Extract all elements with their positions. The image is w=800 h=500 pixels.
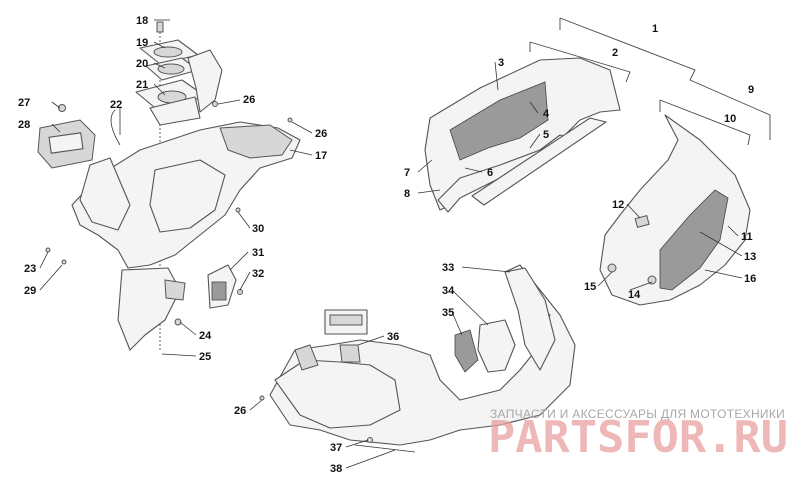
callout-4: 4 [543,108,550,120]
callout-5: 5 [543,129,549,141]
callout-18: 18 [136,15,148,27]
callout-22: 22 [110,99,122,111]
watermark-logo: PARTSFOR.RU [488,412,788,463]
front-panel-part [599,114,751,306]
callout-20: 20 [136,58,148,70]
callout-36: 36 [387,331,399,343]
callout-33: 33 [442,262,454,274]
callout-11: 11 [741,231,753,243]
front-panel-assembly [599,79,771,306]
callout-31: 31 [252,247,264,259]
callout-14: 14 [628,289,641,301]
callout-1: 1 [652,23,658,35]
callout-25: 25 [199,351,211,363]
console-body-part [71,121,301,351]
callout-13: 13 [744,251,756,263]
callout-38: 38 [330,463,342,475]
callout-27: 27 [18,97,30,109]
callout-8: 8 [404,188,410,200]
callout-10: 10 [724,113,736,125]
module-28-part [37,119,96,169]
callout-labels: 18 19 20 21 22 26 27 28 26 17 30 23 29 3… [18,15,756,475]
callout-7: 7 [404,167,410,179]
callout-23: 23 [24,263,36,275]
callout-26-upper: 26 [243,94,255,106]
callout-17: 17 [315,150,327,162]
side-panel-assembly [424,17,696,213]
callout-37: 37 [330,442,342,454]
leader-lines [39,19,743,469]
callout-9: 9 [748,84,754,96]
callout-15: 15 [584,281,596,293]
nose-pan-assembly [259,264,576,453]
watermark-tagline: ЗАПЧАСТИ И АКСЕССУАРЫ ДЛЯ МОТОТЕХНИКИ [490,407,785,421]
callout-16: 16 [744,273,756,285]
callout-34: 34 [442,285,455,297]
module-36-part [324,309,368,335]
left-console-assembly [37,21,301,351]
callout-26-lower: 26 [234,405,246,417]
callout-32: 32 [252,268,264,280]
vent-31-part [207,264,237,309]
callout-30: 30 [252,223,264,235]
nose-pan-part [269,264,576,446]
callout-6: 6 [487,167,493,179]
callout-3: 3 [498,57,504,69]
callout-28: 28 [18,119,30,131]
watermark: ЗАПЧАСТИ И АКСЕССУАРЫ ДЛЯ МОТОТЕХНИКИ PA… [488,407,788,463]
callout-2: 2 [612,47,618,59]
side-panel-part [424,57,621,213]
callout-24: 24 [199,330,212,342]
callout-21: 21 [136,79,148,91]
callout-26-console: 26 [315,128,327,140]
callout-35: 35 [442,307,454,319]
callout-19: 19 [136,37,148,49]
callout-12: 12 [612,199,624,211]
callout-29: 29 [24,285,36,297]
